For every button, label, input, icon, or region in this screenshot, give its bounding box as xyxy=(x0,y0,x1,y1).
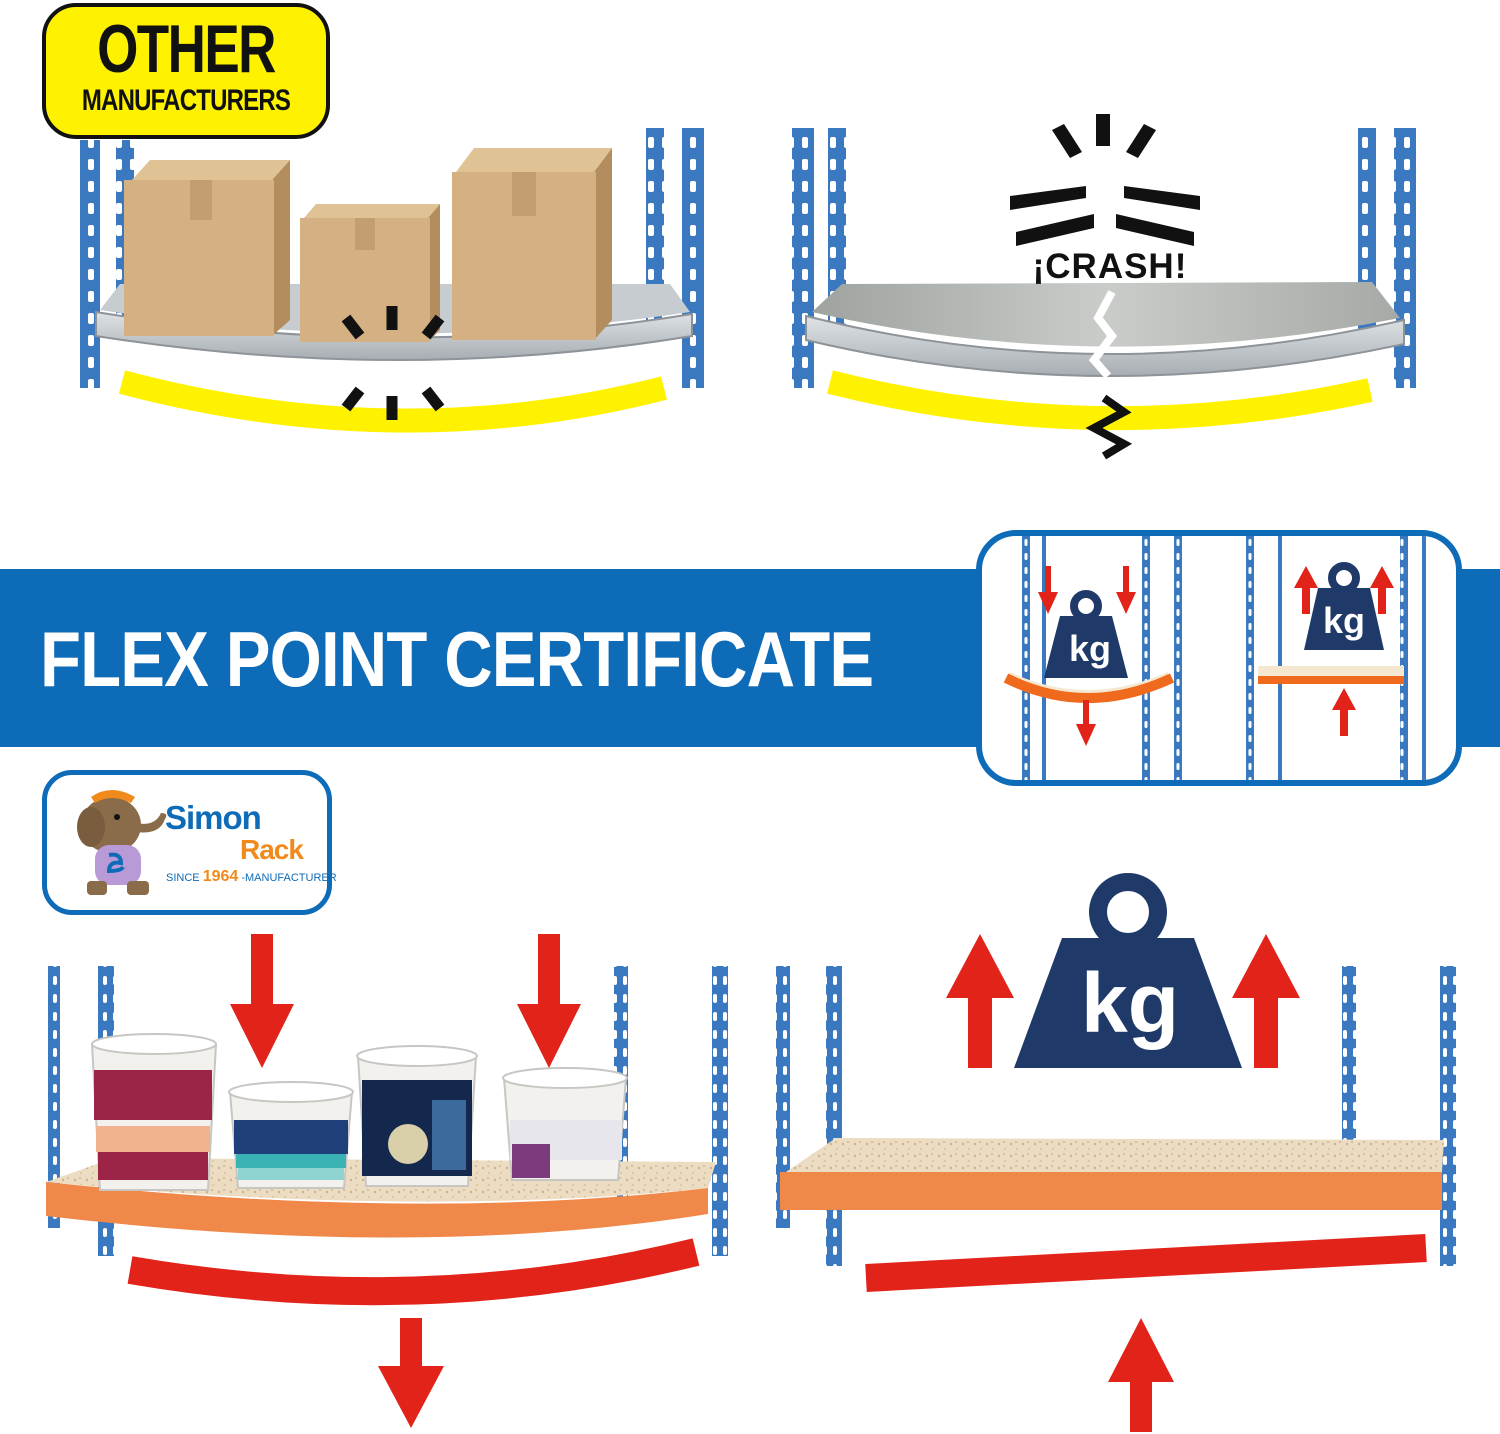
elephant-mascot xyxy=(77,790,167,895)
banner-title: FLEX POINT CERTIFICATE xyxy=(40,615,874,703)
logo-since-suffix: -MANUFACTURER xyxy=(241,872,337,884)
logo-since-year: 1964 xyxy=(202,868,239,885)
chipboard-shelf xyxy=(780,1138,1444,1176)
cardboard-box xyxy=(452,148,612,340)
rack-upright xyxy=(776,966,790,1228)
logo-name-rack: Rack xyxy=(240,834,304,865)
rack-top-left xyxy=(80,128,704,433)
orange-bent-beam xyxy=(1003,673,1175,703)
logo-since-line: SINCE 1964 -MANUFACTURER xyxy=(166,868,337,886)
badge-line-1: OTHER xyxy=(97,11,276,87)
arrow-down-icon xyxy=(1038,566,1136,746)
orange-straight-beam xyxy=(1258,676,1404,684)
paint-bucket xyxy=(90,1033,218,1191)
red-straight-line xyxy=(865,1234,1427,1292)
crash-burst-icon xyxy=(1010,114,1200,246)
red-flex-curve xyxy=(127,1238,700,1306)
weight-label-small-right: kg xyxy=(1322,600,1365,641)
comparison-inset xyxy=(976,530,1462,786)
rack-upright xyxy=(1042,536,1046,780)
rack-upright xyxy=(792,128,814,388)
arrow-down-icon xyxy=(230,934,294,1068)
logo-name-simon: Simon xyxy=(165,799,262,836)
arrow-down-icon xyxy=(517,934,581,1068)
rack-upright xyxy=(1278,536,1282,780)
rack-upright xyxy=(1394,128,1416,388)
rack-upright xyxy=(826,966,842,1266)
rack-upright xyxy=(1174,536,1182,780)
arrow-up-icon xyxy=(1232,934,1300,1068)
bent-metal-shelf-edge xyxy=(95,310,693,361)
logo-since-prefix: SINCE xyxy=(166,872,200,884)
yellow-flex-curve xyxy=(827,370,1373,431)
cardboard-box xyxy=(300,204,440,342)
rack-upright xyxy=(1440,966,1456,1266)
rack-upright xyxy=(80,140,100,388)
arrow-up-icon xyxy=(946,934,1014,1068)
rack-upright xyxy=(1022,536,1030,780)
paint-bucket xyxy=(228,1081,354,1189)
broken-metal-shelf-edge xyxy=(805,314,1405,378)
rack-upright xyxy=(1142,536,1150,780)
rack-upright xyxy=(1246,536,1254,780)
rack-bottom-right xyxy=(776,873,1456,1432)
crack-icon xyxy=(1088,290,1118,379)
straight-shelf xyxy=(1258,666,1404,676)
rack-top-right xyxy=(792,114,1416,460)
simon-rack-logo-card xyxy=(42,770,332,915)
crash-label: ¡CRASH! xyxy=(1032,247,1188,286)
weight-label-large: kg xyxy=(1080,956,1180,1050)
impact-burst-icon xyxy=(341,306,445,420)
rack-upright xyxy=(1400,536,1408,780)
weight-label-small-left: kg xyxy=(1068,628,1111,669)
other-manufacturers-badge: OTHER MANUFACTURERS xyxy=(42,3,330,139)
break-zigzag-icon xyxy=(1085,394,1133,460)
weight-kg-icon xyxy=(1304,562,1384,650)
paint-bucket xyxy=(502,1067,628,1181)
paint-bucket xyxy=(356,1045,478,1187)
rack-upright xyxy=(712,966,728,1256)
rack-upright xyxy=(1422,536,1426,780)
rack-upright xyxy=(682,128,704,388)
rack-upright xyxy=(48,966,60,1228)
badge-line-2: MANUFACTURERS xyxy=(81,84,291,117)
arrow-down-icon xyxy=(378,1318,444,1428)
weight-kg-icon xyxy=(1044,590,1128,678)
rack-bottom-left xyxy=(46,934,728,1428)
arrow-up-icon xyxy=(1294,566,1394,736)
arrow-up-icon xyxy=(1108,1318,1174,1432)
inset-diagram xyxy=(1003,536,1426,780)
broken-metal-shelf-top xyxy=(812,282,1400,347)
rack-upright xyxy=(1342,966,1356,1142)
cardboard-box xyxy=(124,160,290,336)
weight-kg-icon xyxy=(1014,873,1242,1068)
orange-shelf-beam xyxy=(46,1182,708,1238)
orange-shelf-beam xyxy=(780,1172,1442,1210)
yellow-flex-curve xyxy=(118,370,667,433)
